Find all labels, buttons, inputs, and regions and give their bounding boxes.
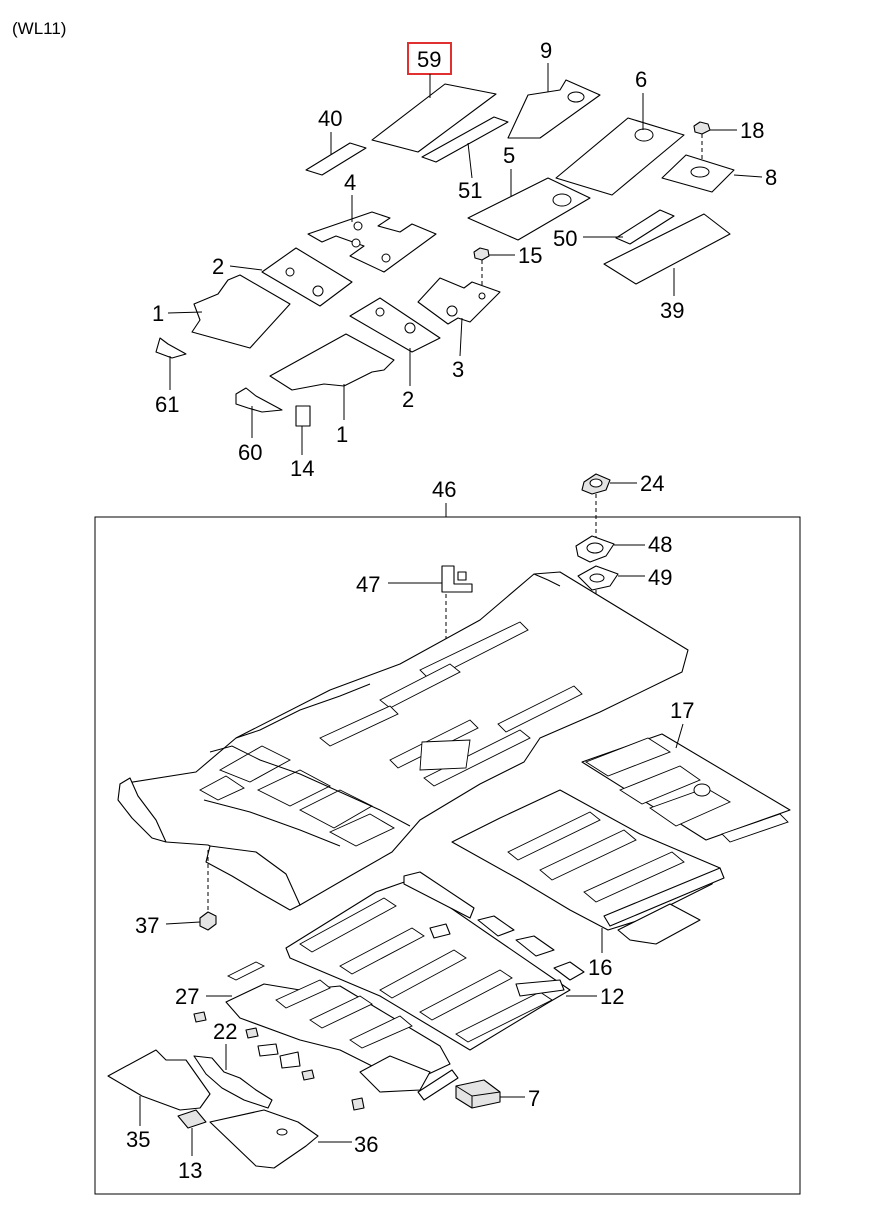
callout-2-upper[interactable]: 2 xyxy=(212,254,224,279)
callout-24[interactable]: 24 xyxy=(640,471,664,496)
part-46-main-carpet xyxy=(117,571,689,911)
callout-46[interactable]: 46 xyxy=(432,477,456,502)
callout-6[interactable]: 6 xyxy=(635,67,647,92)
callout-22[interactable]: 22 xyxy=(213,1019,237,1044)
part-60-bracket xyxy=(235,387,283,413)
callout-37[interactable]: 37 xyxy=(135,913,159,938)
callout-8[interactable]: 8 xyxy=(765,165,777,190)
callout-39[interactable]: 39 xyxy=(660,298,684,323)
callout-48[interactable]: 48 xyxy=(648,532,672,557)
part-14-small-pad xyxy=(295,405,311,427)
callout-17[interactable]: 17 xyxy=(670,698,694,723)
part-16-mid-carpet xyxy=(451,789,725,945)
callout-3[interactable]: 3 xyxy=(452,357,464,382)
part-12-floor-structure xyxy=(285,871,585,1051)
part-1-lower-pad xyxy=(269,333,395,391)
part-8-pad xyxy=(661,154,735,193)
callout-5[interactable]: 5 xyxy=(503,143,515,168)
part-27-front-carpet xyxy=(225,961,459,1101)
part-24-grommet xyxy=(581,473,611,495)
callout-49[interactable]: 49 xyxy=(648,565,672,590)
part-4-pad xyxy=(307,211,437,273)
callout-60[interactable]: 60 xyxy=(238,440,262,465)
callout-61[interactable]: 61 xyxy=(155,392,179,417)
callout-47[interactable]: 47 xyxy=(356,572,380,597)
callout-1-lower[interactable]: 1 xyxy=(336,422,348,447)
part-48-grommet xyxy=(575,535,615,563)
callout-1-upper[interactable]: 1 xyxy=(152,301,164,326)
part-59-pad xyxy=(371,83,497,153)
assembly-frame-46 xyxy=(94,516,801,1195)
part-13-block xyxy=(177,1109,207,1129)
callout-35[interactable]: 35 xyxy=(126,1127,150,1152)
callout-50[interactable]: 50 xyxy=(553,226,577,251)
part-37-clip xyxy=(199,911,217,931)
callout-7[interactable]: 7 xyxy=(528,1086,540,1111)
part-50-strip xyxy=(615,209,675,245)
part-49-plate xyxy=(577,565,619,591)
part-2-upper-pad xyxy=(261,247,353,307)
part-61-bracket xyxy=(155,337,187,359)
callout-14[interactable]: 14 xyxy=(290,456,314,481)
callout-59[interactable]: 59 xyxy=(417,47,441,72)
part-6-pad xyxy=(555,117,685,196)
part-51-strip xyxy=(421,116,509,163)
callout-12[interactable]: 12 xyxy=(600,984,624,1009)
part-7-block xyxy=(455,1079,501,1109)
part-39-pad xyxy=(603,213,731,285)
part-18-clip xyxy=(693,121,711,135)
part-15-clip xyxy=(473,247,490,261)
callout-16[interactable]: 16 xyxy=(588,955,612,980)
part-22-bracket xyxy=(193,1055,273,1109)
part-5-pad xyxy=(467,177,591,241)
part-47-bracket xyxy=(441,565,473,593)
callout-40[interactable]: 40 xyxy=(318,106,342,131)
part-1-upper-pad xyxy=(191,274,291,349)
callout-36[interactable]: 36 xyxy=(354,1132,378,1157)
part-2-lower-pad xyxy=(349,297,441,353)
callout-9[interactable]: 9 xyxy=(540,38,552,63)
callout-51[interactable]: 51 xyxy=(458,178,482,203)
part-9-pad xyxy=(507,79,601,139)
callout-13[interactable]: 13 xyxy=(178,1158,202,1183)
part-36-front-mat xyxy=(209,1109,319,1169)
callout-4[interactable]: 4 xyxy=(344,170,356,195)
callout-2-lower[interactable]: 2 xyxy=(402,387,414,412)
callout-18[interactable]: 18 xyxy=(740,118,764,143)
part-35-front-mat xyxy=(107,1049,211,1111)
small-clips-cluster xyxy=(193,1011,365,1111)
part-40-strip xyxy=(305,142,367,176)
part-3-pad xyxy=(417,277,501,325)
part-17-rear-pad xyxy=(581,733,791,843)
callout-15[interactable]: 15 xyxy=(518,243,542,268)
diagram-header: (WL11) xyxy=(12,19,66,38)
callout-27[interactable]: 27 xyxy=(175,984,199,1009)
